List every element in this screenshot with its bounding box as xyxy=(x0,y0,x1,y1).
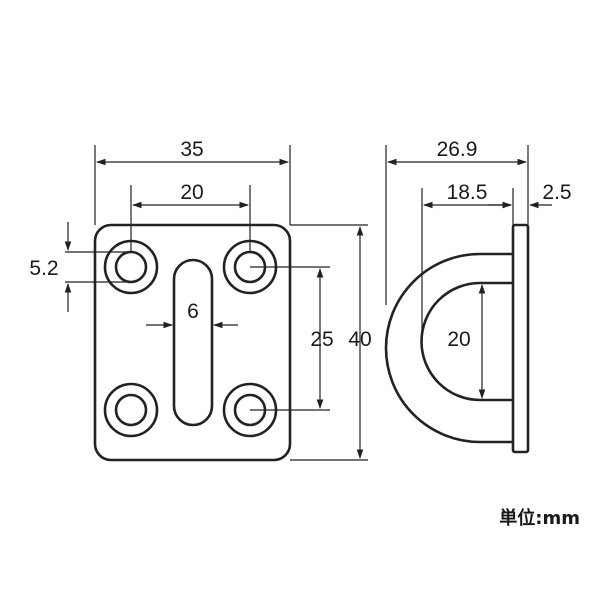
center-slot xyxy=(172,258,214,427)
depth-label: 26.9 xyxy=(437,138,478,161)
loop-inner-label: 20 xyxy=(447,328,470,351)
hole-dia-label: 5.2 xyxy=(29,257,58,280)
inner-depth-label: 18.5 xyxy=(447,181,488,204)
hole-spacing-label: 20 xyxy=(180,181,203,204)
front-view: 35 20 5.2 6 25 40 xyxy=(29,138,372,462)
loop-inner-edge xyxy=(420,281,513,402)
vertical-hole-spacing-label: 25 xyxy=(310,328,333,351)
slot-width-label: 6 xyxy=(187,300,199,323)
hole-bottom-left xyxy=(103,382,159,438)
side-mounting-plate xyxy=(511,223,530,454)
extension-lines xyxy=(65,145,368,461)
side-view: 26.9 18.5 2.5 20 xyxy=(384,138,572,454)
width-label: 35 xyxy=(180,138,203,161)
height-label: 40 xyxy=(348,328,371,351)
loop-outer-edge xyxy=(384,252,513,444)
base-plate-outline xyxy=(93,223,292,462)
unit-label: 単位:mm xyxy=(499,507,580,529)
plate-thickness-label: 2.5 xyxy=(542,181,571,204)
side-extension-lines xyxy=(385,145,529,330)
